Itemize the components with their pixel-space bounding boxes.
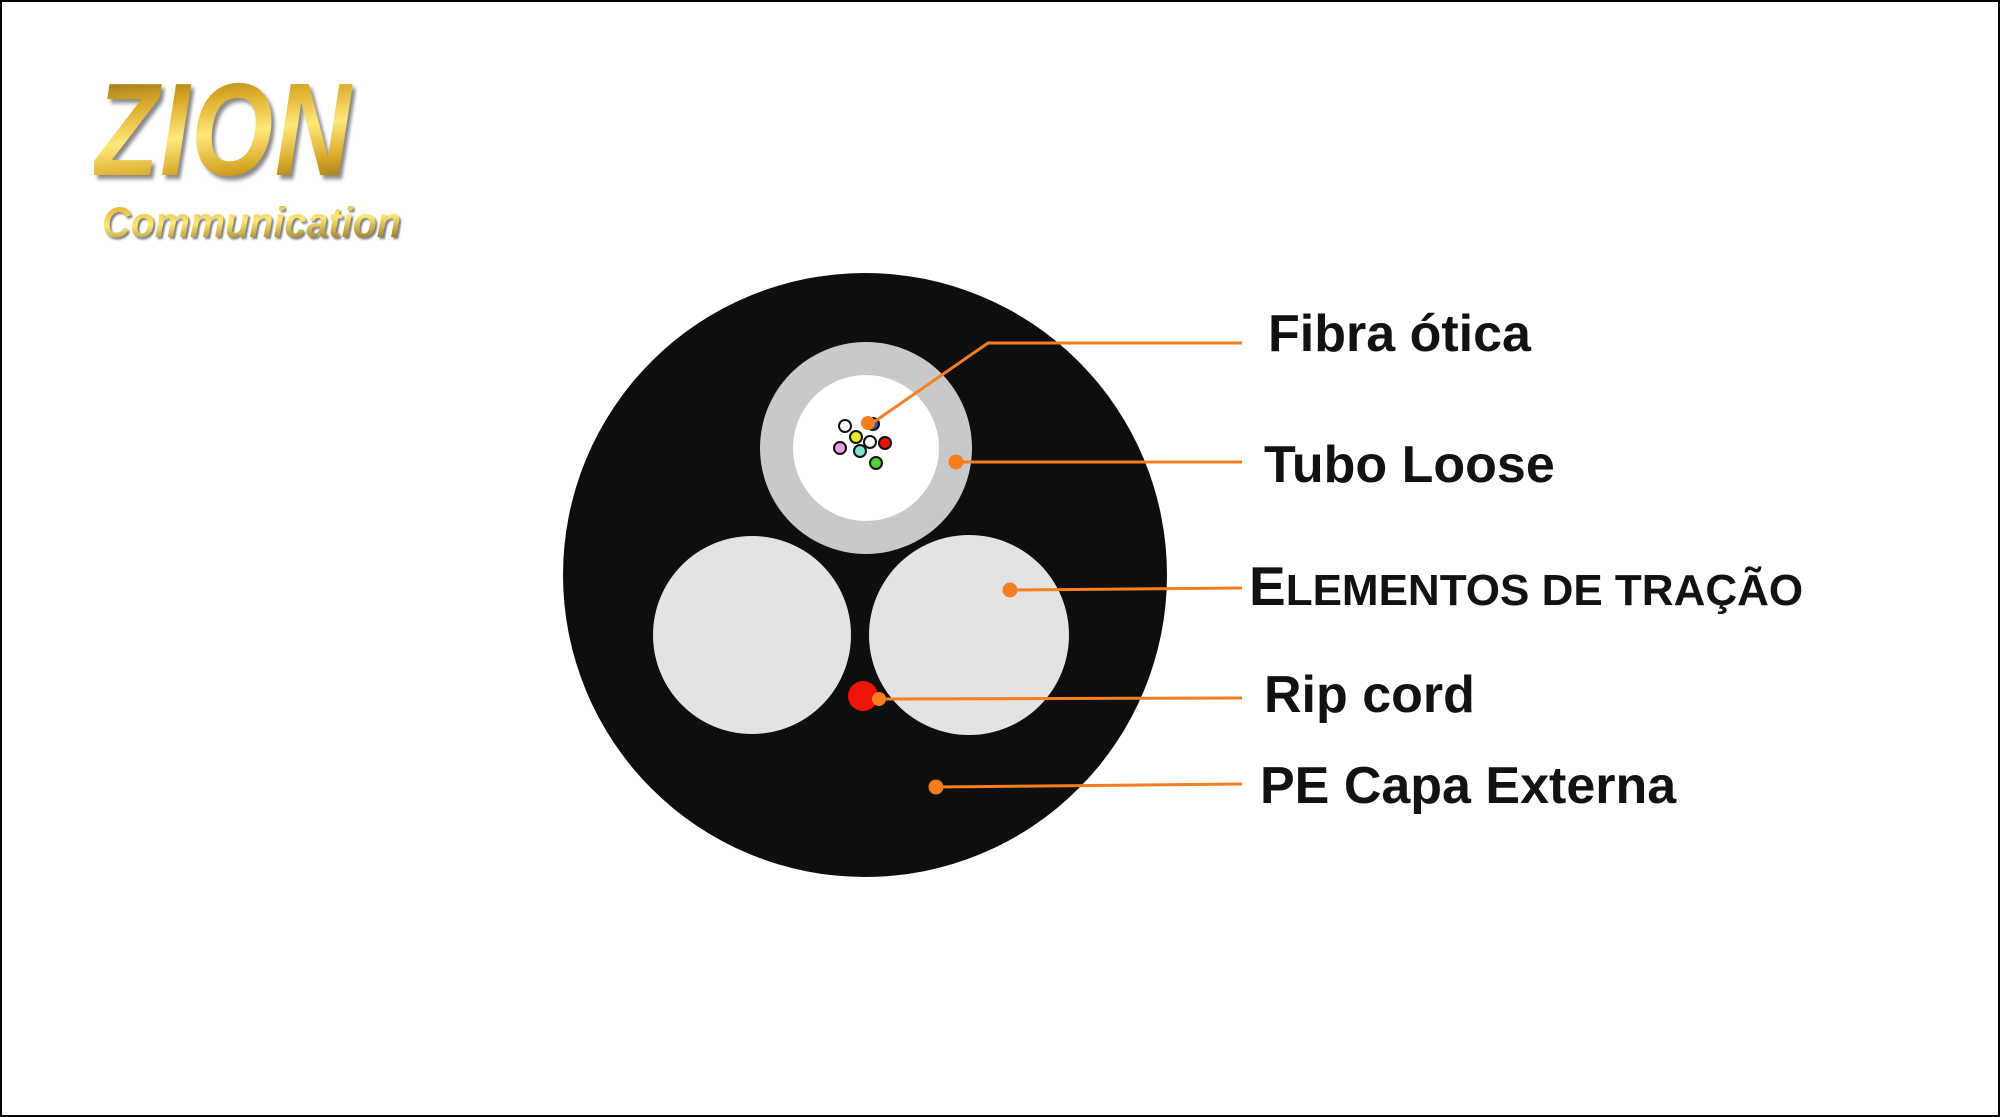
strength-member-right (869, 535, 1069, 735)
zion-logo-subtitle: Communication (102, 199, 401, 247)
leader-dot-fiber (861, 416, 875, 430)
fiber-dot-yellow (849, 430, 863, 444)
leader-line-fiber (870, 341, 1242, 426)
fiber-dot-red (878, 436, 892, 450)
leader-line-ripcord (878, 696, 1243, 701)
leader-dot-strength (1002, 582, 1018, 598)
label-tubo-loose: Tubo Loose (1264, 436, 1555, 494)
strength-member-left (653, 536, 851, 734)
label-fibra-otica: Fibra ótica (1268, 305, 1531, 363)
label-pe-capa-externa: PE Capa Externa (1260, 757, 1677, 815)
label-elementos-de-tracao: ELEMENTOS DE TRAÇÃO (1249, 555, 1804, 617)
leader-dot-tube (948, 454, 964, 470)
fiber-dot-white (838, 419, 852, 433)
fiber-dot-white-2 (863, 435, 877, 449)
label-rip-cord: Rip cord (1264, 666, 1475, 724)
fiber-dot-green (869, 456, 883, 470)
leader-dots (861, 416, 1018, 795)
leader-line-jacket (935, 782, 1243, 789)
leader-dot-jacket (928, 779, 944, 795)
leader-dot-ripcord (872, 692, 886, 706)
fiber-bundle (833, 417, 892, 470)
zion-logo-wordmark: ZION (94, 56, 353, 203)
leader-lines (870, 341, 1243, 789)
zion-logo: ZION Communication (94, 64, 514, 245)
fiber-dot-cyan (853, 444, 867, 458)
rip-cord-circle (848, 681, 878, 711)
fiber-dot-violet (833, 441, 847, 455)
leader-line-strength (1009, 586, 1243, 592)
